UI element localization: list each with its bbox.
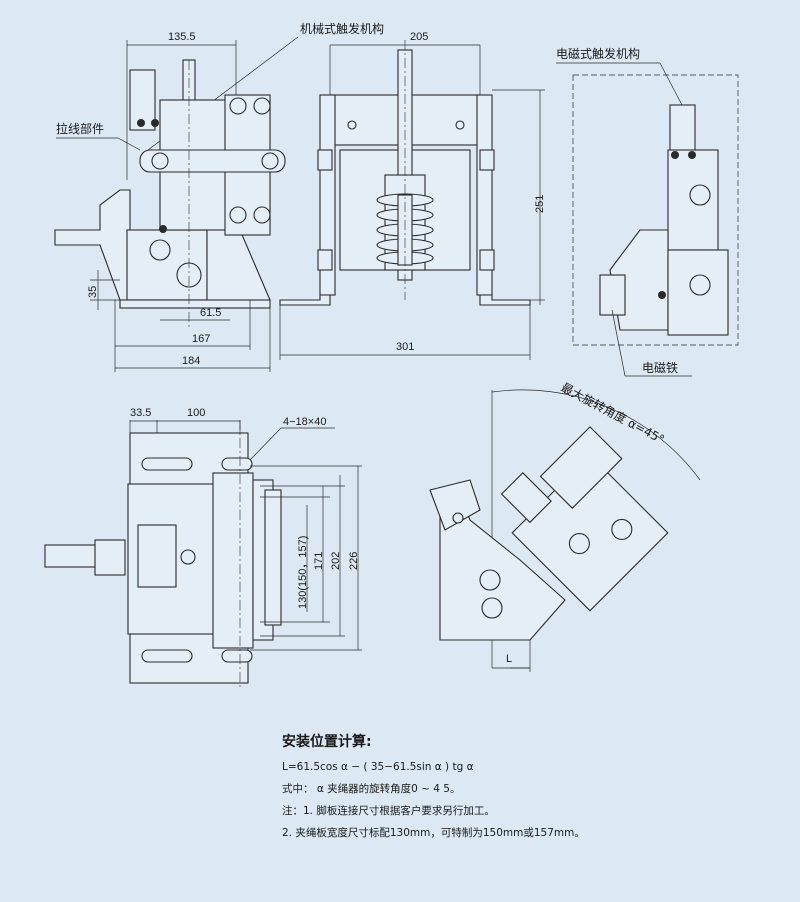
dim-167: 167 (192, 333, 210, 345)
dim-184: 184 (182, 355, 200, 367)
top-view: 33.5 100 4−18×40 130(150，157) 171 202 22… (44, 407, 362, 690)
dim-202: 202 (330, 552, 342, 570)
formula-where: 式中： α 夹绳器的旋转角度0 ~ 4 5。 (282, 783, 461, 795)
side-view-electromagnetic: 电磁式触发机构 电磁铁 (556, 46, 739, 377)
rotated-view: 最大旋转角度 α=45° L (429, 379, 701, 672)
dim-L: L (506, 653, 512, 665)
front-view: 205 251 301 (279, 31, 546, 360)
label-mechanical-trigger: 机械式触发机构 (300, 21, 384, 36)
dim-226: 226 (348, 552, 360, 570)
formula: L=61.5cos α − ( 35−61.5sin α ) tg α (282, 761, 474, 773)
installation-notes: 安装位置计算: L=61.5cos α − ( 35−61.5sin α ) t… (282, 730, 585, 844)
slot-spec: 4−18×40 (283, 416, 326, 428)
side-view-mechanical: 135.5 机械式触发机构 拉线部件 35 61.5 (54, 21, 384, 372)
dim-33-5: 33.5 (130, 407, 151, 419)
dim-100: 100 (187, 407, 205, 419)
note-2: 2. 夹绳板宽度尺寸标配130mm，可特制为150mm或157mm。 (282, 827, 585, 839)
dim-130: 130(150，157) (297, 536, 309, 609)
dim-61-5: 61.5 (200, 307, 221, 319)
label-electromagnet: 电磁铁 (642, 360, 678, 375)
dim-135-5: 135.5 (168, 31, 196, 43)
dim-251: 251 (534, 195, 546, 213)
notes-heading: 安装位置计算: (282, 734, 372, 750)
label-max-angle: 最大旋转角度 α=45° (559, 379, 668, 446)
dim-205: 205 (410, 31, 428, 43)
note-1: 注：1. 脚板连接尺寸根据客户要求另行加工。 (282, 805, 495, 817)
dim-171: 171 (313, 552, 325, 570)
dim-35: 35 (87, 286, 99, 298)
dim-301: 301 (396, 341, 414, 353)
label-pull-wire: 拉线部件 (56, 121, 104, 136)
label-electromagnetic-trigger: 电磁式触发机构 (556, 46, 640, 61)
